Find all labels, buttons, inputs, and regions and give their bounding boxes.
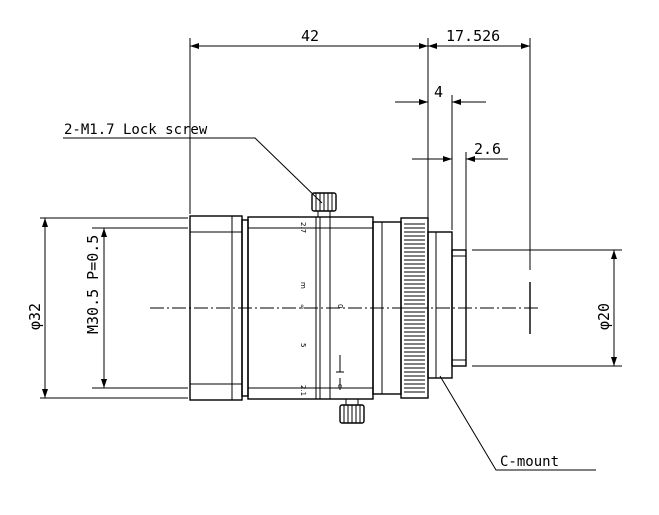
- lock-screw-top: [311, 192, 337, 218]
- zero-mark: 0: [336, 304, 344, 308]
- infinity-mark: ∞: [298, 304, 306, 310]
- dimension-lines: [42, 43, 617, 398]
- lock-screw-label: 2-M1.7 Lock screw: [64, 122, 208, 138]
- aperture-bottom-mark: 2.1: [299, 385, 307, 396]
- extension-lines: [40, 38, 622, 399]
- lock-screw-bottom: [339, 398, 365, 424]
- mount-label: C-mount: [500, 454, 559, 470]
- front-diameter-dim: φ32: [26, 303, 44, 330]
- five-mark: 5: [299, 343, 307, 347]
- flange-back-dim: 17.526: [446, 27, 500, 45]
- distance-unit-mark: m: [299, 282, 307, 289]
- aperture-top-mark: 2.7: [299, 222, 307, 233]
- thread-dim: M30.5 P=0.5: [84, 235, 102, 334]
- mount-step-dim: 2.6: [474, 140, 501, 158]
- barrel-marks: [336, 355, 344, 390]
- mount-diameter-dim: φ20: [595, 303, 613, 330]
- callout-leaders: [63, 137, 596, 471]
- mount-length-dim: 4: [434, 83, 443, 101]
- overall-length-dim: 42: [301, 27, 319, 45]
- close-mark: c: [336, 384, 344, 388]
